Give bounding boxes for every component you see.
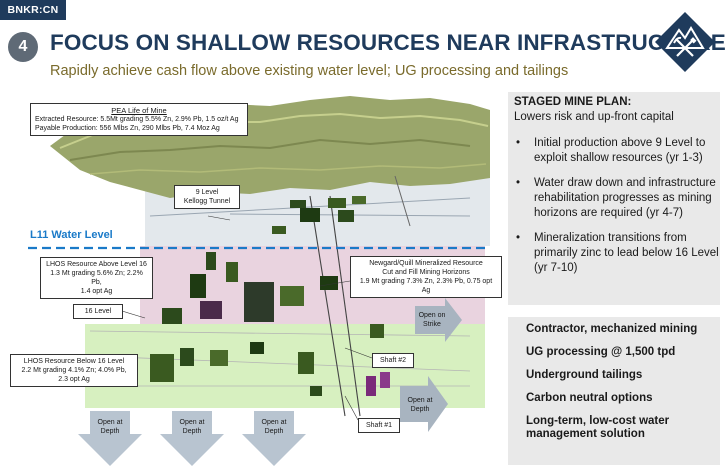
open-on-strike-label: Open on Strike (416, 311, 448, 329)
open-depth-1-line2: Depth (100, 428, 120, 435)
plan-bullet-list: • Initial production above 9 Level to exp… (514, 136, 720, 286)
plan-bullet: • Initial production above 9 Level to exp… (514, 136, 720, 166)
lhos-above-line2: 1.3 Mt grading 5.6% Zn; 2.2% Pb, (50, 270, 143, 286)
open-strike-line1: Open on (418, 312, 446, 319)
bullet-dot-icon: • (516, 177, 521, 189)
level-16-label: 16 Level (84, 308, 112, 315)
open-at-depth-arrow-1 (78, 411, 142, 466)
open-strike-line2: Strike (423, 321, 441, 328)
kellogg-tunnel-callout: 9 Level Kellogg Tunnel (174, 185, 240, 209)
shaft-2-label: Shaft #2 (379, 357, 407, 364)
open-at-depth-label-2: Open at Depth (170, 418, 214, 436)
highlights-panel (508, 317, 720, 465)
shaft-line-2 (309, 195, 346, 417)
pea-life-of-mine-callout: PEA Life of Mine Extracted Resource: 5.5… (30, 103, 248, 136)
pea-title: PEA Life of Mine (111, 106, 167, 115)
plan-bullet-text: Mineralization transitions from primaril… (534, 232, 719, 274)
lhos-above-callout: LHOS Resource Above Level 16 1.3 Mt grad… (40, 257, 153, 299)
lhos-below-callout: LHOS Resource Below 16 Level 2.2 Mt grad… (10, 354, 138, 387)
kellogg-line1: 9 Level (195, 189, 219, 196)
highlight-item: Long-term, low-cost water management sol… (526, 415, 670, 440)
plan-bullet: • Mineralization transitions from primari… (514, 231, 720, 276)
open-depth-2-line1: Open at (179, 419, 205, 426)
shaft-1-callout: Shaft #1 (358, 418, 400, 433)
newgard-line1: Newgard/Quill Mineralized Resource (369, 260, 483, 267)
pea-line1: Extracted Resource: 5.5Mt grading 5.5% Z… (35, 116, 239, 123)
open-at-depth-right-label: Open at Depth (402, 396, 438, 414)
staged-mine-plan-panel (508, 92, 720, 305)
newgard-line3: 1.9 Mt grading 7.3% Zn, 2.3% Pb, 0.75 op… (359, 278, 493, 294)
level-16-callout: 16 Level (73, 304, 123, 319)
company-logo-icon (655, 12, 715, 72)
open-depth-3-line1: Open at (261, 419, 287, 426)
lhos-below-line1: LHOS Resource Below 16 Level (23, 358, 125, 365)
pea-line2: Payable Production: 556 Mlbs Zn, 290 Mlb… (35, 125, 220, 132)
shaft-2-callout: Shaft #2 (372, 353, 414, 368)
open-at-depth-label-3: Open at Depth (252, 418, 296, 436)
plan-bullet: • Water draw down and infrastructure reha… (514, 176, 720, 221)
highlight-item: UG processing @ 1,500 tpd (526, 346, 676, 358)
lhos-below-line3: 2.3 opt Ag (58, 376, 90, 383)
mine-cross-section: PEA Life of Mine Extracted Resource: 5.5… (0, 86, 505, 467)
highlight-item: Carbon neutral options (526, 392, 653, 404)
highlights-list: Contractor, mechanized mining UG process… (526, 323, 716, 441)
water-level-label: L11 Water Level (30, 229, 113, 241)
slide-title: FOCUS ON SHALLOW RESOURCES NEAR INFRASTR… (50, 30, 725, 55)
open-at-depth-arrow-3 (242, 411, 306, 466)
newgard-quill-callout: Newgard/Quill Mineralized Resource Cut a… (350, 256, 502, 298)
bullet-dot-icon: • (516, 137, 521, 149)
bullet-dot-icon: • (516, 232, 521, 244)
shaft-line-1 (329, 195, 361, 417)
plan-bullet-text: Water draw down and infrastructure rehab… (534, 177, 716, 219)
open-depth-3-line2: Depth (264, 428, 284, 435)
plan-bullet-text: Initial production above 9 Level to expl… (534, 137, 706, 164)
open-on-strike-arrow (415, 298, 462, 342)
open-depth-2-line2: Depth (182, 428, 202, 435)
shaft-1-label: Shaft #1 (365, 422, 393, 429)
highlight-item: Contractor, mechanized mining (526, 323, 698, 335)
highlight-item: Underground tailings (526, 369, 643, 381)
kellogg-line2: Kellogg Tunnel (183, 198, 231, 205)
newgard-line2: Cut and Fill Mining Horizons (382, 269, 470, 276)
open-depth-right-line1: Open at (407, 397, 433, 404)
ore-bodies (150, 196, 390, 396)
ticker-badge: BNKR:CN (0, 0, 66, 20)
open-depth-right-line2: Depth (410, 406, 430, 413)
lhos-above-line3: 1.4 opt Ag (80, 288, 113, 295)
plan-subheading: Lowers risk and up-front capital (514, 111, 674, 123)
open-at-depth-right-arrow (400, 376, 448, 432)
lhos-below-line2: 2.2 Mt grading 4.1% Zn; 4.0% Pb, (21, 367, 127, 374)
open-at-depth-arrow-2 (160, 411, 224, 466)
lhos-above-line1: LHOS Resource Above Level 16 (46, 261, 147, 268)
slide-subtitle: Rapidly achieve cash flow above existing… (50, 63, 569, 79)
plan-heading: STAGED MINE PLAN: (514, 96, 632, 108)
open-at-depth-label-1: Open at Depth (88, 418, 132, 436)
slide-number: 4 (8, 32, 38, 62)
open-depth-1-line1: Open at (97, 419, 123, 426)
